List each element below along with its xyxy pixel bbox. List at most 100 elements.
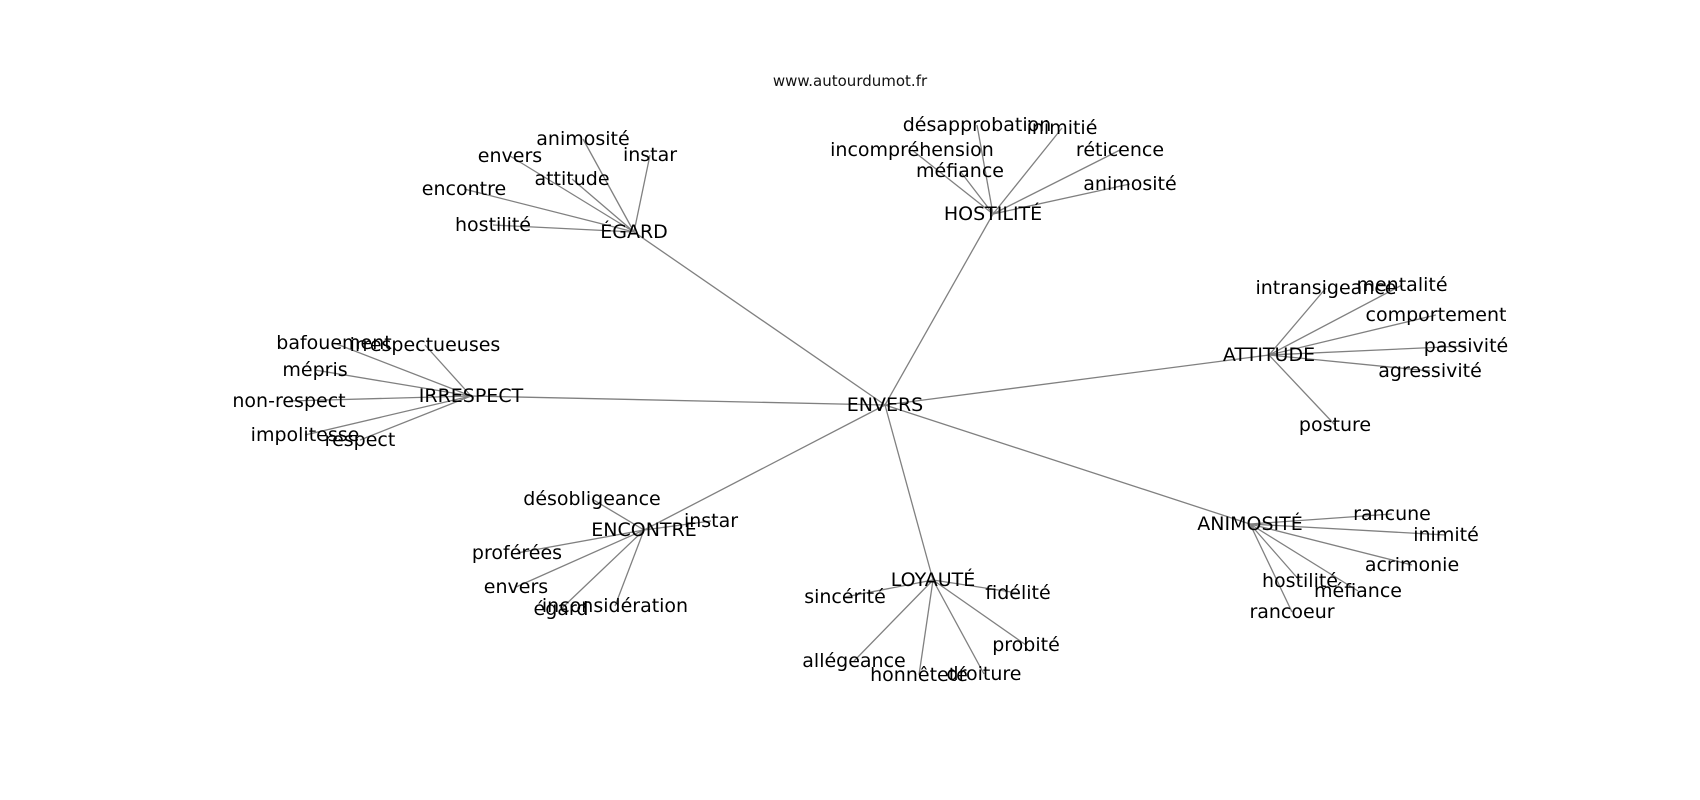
word-edge: [932, 579, 1027, 646]
word-node-label[interactable]: instar: [684, 510, 738, 532]
word-edge: [1249, 523, 1301, 582]
word-edge: [1268, 345, 1467, 356]
graph-labels: ENVERSÉGARDanimositéinstarenversattitude…: [232, 114, 1508, 686]
word-node-label[interactable]: réticence: [1076, 139, 1164, 161]
word-node-label[interactable]: proférées: [472, 542, 562, 564]
word-edge: [516, 529, 645, 554]
word-edge: [463, 188, 635, 233]
word-node-label[interactable]: incompréhension: [830, 139, 994, 161]
word-edge: [582, 138, 635, 233]
word-edge: [844, 579, 934, 598]
word-node-label[interactable]: rancoeur: [1249, 601, 1334, 623]
word-node-label[interactable]: fidélité: [985, 582, 1050, 604]
word-edge: [424, 344, 472, 397]
word-node-label[interactable]: hostilité: [1262, 570, 1338, 592]
word-edge: [304, 395, 472, 436]
word-node-label[interactable]: mentalité: [1356, 274, 1447, 296]
word-node-label[interactable]: animosité: [1083, 173, 1176, 195]
word-edge: [633, 154, 651, 233]
word-node-label[interactable]: inimitié: [1027, 117, 1098, 139]
word-node-label[interactable]: désobligeance: [523, 488, 660, 510]
word-node-label[interactable]: envers: [484, 576, 548, 598]
word-node-label[interactable]: acrimonie: [1365, 554, 1459, 576]
word-edge: [560, 529, 645, 610]
word-node-label[interactable]: bafouement: [276, 332, 391, 354]
word-edge: [976, 124, 994, 215]
graph-edges: [288, 124, 1467, 676]
cluster-node-label[interactable]: LOYAUTÉ: [891, 568, 975, 591]
word-edge: [932, 579, 1019, 594]
word-edge: [1249, 513, 1393, 525]
word-node-label[interactable]: agressivité: [1378, 360, 1482, 382]
word-node-label[interactable]: encontre: [422, 178, 506, 200]
cluster-node-label[interactable]: HOSTILITÉ: [944, 202, 1042, 225]
word-node-label[interactable]: inimité: [1413, 524, 1479, 546]
word-edge: [333, 342, 472, 397]
word-node-label[interactable]: hostilité: [455, 214, 531, 236]
word-edge: [614, 529, 645, 607]
word-node-label[interactable]: allégeance: [802, 650, 905, 672]
word-edge: [992, 183, 1131, 215]
word-edge: [992, 149, 1121, 215]
word-edge: [515, 529, 645, 588]
word-node-label[interactable]: animosité: [536, 128, 629, 150]
cluster-node-label[interactable]: IRRESPECT: [419, 385, 524, 407]
hub-edge: [884, 404, 934, 581]
word-edge: [492, 224, 635, 233]
word-edge: [591, 498, 645, 531]
word-node-label[interactable]: mépris: [282, 359, 347, 381]
word-node-label[interactable]: méfiance: [1314, 580, 1402, 602]
site-watermark: www.autourdumot.fr: [772, 72, 928, 90]
word-node-label[interactable]: sincérité: [804, 586, 886, 608]
word-edge: [1268, 287, 1327, 356]
cluster-node-label[interactable]: ANIMOSITÉ: [1197, 512, 1302, 535]
word-node-label[interactable]: posture: [1299, 414, 1371, 436]
word-node-label[interactable]: envers: [478, 145, 542, 167]
word-node-label[interactable]: instar: [623, 144, 677, 166]
word-node-label[interactable]: rancune: [1353, 503, 1431, 525]
word-edge: [509, 155, 635, 233]
word-edge: [911, 149, 994, 215]
word-edge: [1268, 284, 1403, 356]
word-node-label[interactable]: honnêteté: [870, 664, 968, 686]
hub-edge: [884, 213, 994, 406]
word-node-label[interactable]: égard: [534, 598, 589, 620]
word-edge: [1268, 354, 1336, 426]
word-node-label[interactable]: probité: [992, 634, 1060, 656]
word-node-label[interactable]: intransigeance: [1255, 277, 1396, 299]
hub-edge: [884, 354, 1270, 406]
word-edge: [643, 520, 712, 531]
word-node-label[interactable]: attitude: [534, 168, 609, 190]
word-edge: [1249, 523, 1359, 592]
word-node-label[interactable]: passivité: [1424, 335, 1508, 357]
word-edge: [314, 369, 472, 397]
word-edge: [571, 178, 635, 233]
word-edge: [853, 579, 934, 662]
word-edge: [932, 579, 985, 675]
word-node-label[interactable]: comportement: [1366, 304, 1507, 326]
word-node-label[interactable]: inconsidération: [542, 595, 688, 617]
word-node-label[interactable]: non-respect: [232, 390, 345, 412]
cluster-node-label[interactable]: ATTITUDE: [1223, 344, 1315, 366]
word-node-label[interactable]: impolitesse: [251, 424, 360, 446]
hub-edge: [884, 404, 1251, 525]
hub-edge: [470, 395, 886, 406]
word-edge: [1249, 523, 1293, 613]
cluster-node-label[interactable]: ÉGARD: [600, 220, 668, 243]
word-edge: [992, 127, 1063, 215]
word-edge: [288, 395, 472, 402]
word-node-label[interactable]: irrespectueuses: [350, 334, 501, 356]
word-node-label[interactable]: méfiance: [916, 160, 1004, 182]
word-edge: [959, 170, 994, 215]
cluster-node-label[interactable]: ENCONTRE: [591, 519, 696, 541]
word-edge: [1249, 523, 1447, 536]
word-edge: [1268, 314, 1437, 356]
word-edge: [1249, 523, 1413, 566]
word-node-label[interactable]: désapprobation: [903, 114, 1052, 136]
hub-edge: [633, 231, 886, 406]
word-node-label[interactable]: droiture: [947, 663, 1022, 685]
word-node-label[interactable]: respect: [325, 429, 396, 451]
center-node-label[interactable]: ENVERS: [847, 394, 923, 416]
